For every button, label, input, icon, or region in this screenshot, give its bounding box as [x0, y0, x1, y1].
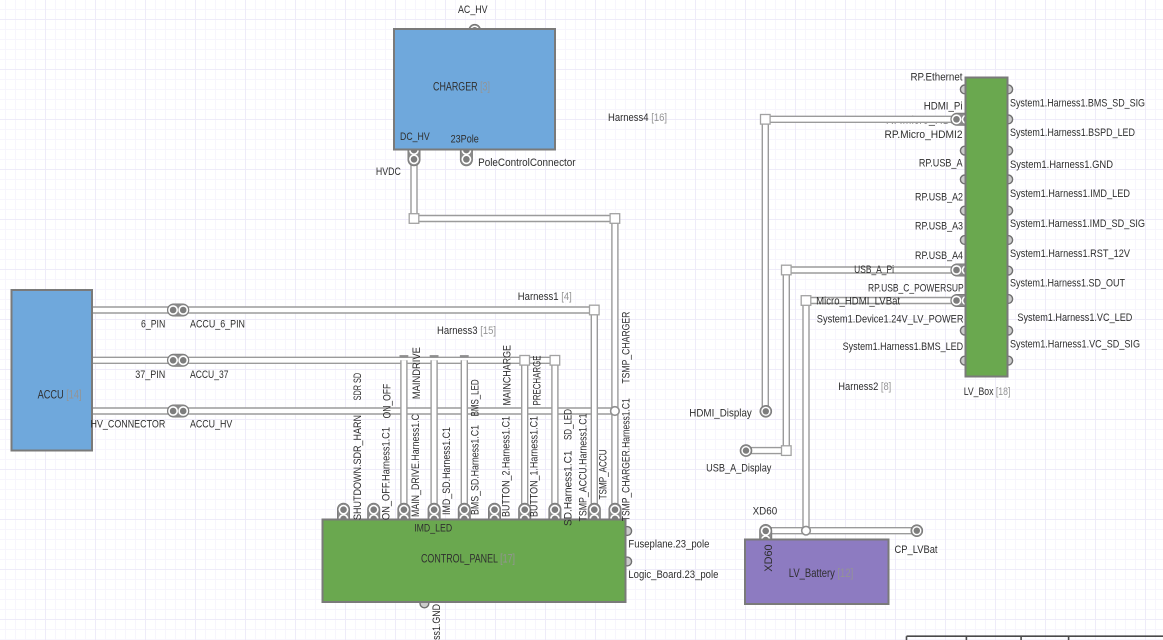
svg-text:DC_HV: DC_HV — [400, 131, 430, 143]
svg-text:HV_CONNECTOR: HV_CONNECTOR — [91, 419, 166, 431]
svg-text:Harness1 [4]: Harness1 [4] — [518, 291, 572, 303]
svg-text:6_PIN: 6_PIN — [141, 318, 165, 330]
svg-text:Micro_HDMI_LVBat: Micro_HDMI_LVBat — [816, 295, 900, 307]
svg-text:Fuseplane.23_pole: Fuseplane.23_pole — [628, 539, 709, 551]
svg-text:RP.Ethernet: RP.Ethernet — [911, 72, 963, 84]
svg-text:Harness1.GND: Harness1.GND — [431, 604, 443, 640]
svg-text:37_PIN: 37_PIN — [135, 369, 165, 381]
svg-text:Logic_Board.23_pole: Logic_Board.23_pole — [628, 569, 718, 581]
svg-text:ON_OFF.Harness1.C1: ON_OFF.Harness1.C1 — [381, 427, 393, 520]
svg-text:System1.Harness1.VC_LED: System1.Harness1.VC_LED — [1017, 312, 1132, 324]
svg-text:XD60: XD60 — [763, 544, 775, 571]
svg-text:23Pole: 23Pole — [451, 134, 479, 146]
svg-text:IMD_LED: IMD_LED — [414, 523, 452, 535]
svg-text:XD60: XD60 — [753, 506, 778, 518]
svg-text:CP_LVBat: CP_LVBat — [895, 544, 938, 556]
svg-text:CONTROL_PANEL [17]: CONTROL_PANEL [17] — [421, 554, 515, 566]
svg-text:IMD_SD.Harness1.C1: IMD_SD.Harness1.C1 — [441, 427, 453, 515]
svg-text:System1.Device1.24V_LV_POWER: System1.Device1.24V_LV_POWER — [817, 314, 964, 326]
svg-text:RP.USB_A3: RP.USB_A3 — [915, 220, 963, 232]
svg-text:Harness3 [15]: Harness3 [15] — [437, 325, 496, 337]
svg-text:ACCU_6_PIN: ACCU_6_PIN — [190, 318, 245, 330]
svg-text:HDMI_Display: HDMI_Display — [689, 408, 752, 420]
svg-text:MAINCHARGE: MAINCHARGE — [502, 345, 514, 406]
svg-text:RP.Micro_HDMI2: RP.Micro_HDMI2 — [885, 129, 963, 141]
svg-text:PRECHARGE: PRECHARGE — [531, 356, 543, 406]
svg-text:USB_A_Pi: USB_A_Pi — [854, 264, 894, 276]
svg-text:System1.Harness1.VC_SD_SIG: System1.Harness1.VC_SD_SIG — [1010, 339, 1140, 351]
svg-text:System1.Harness1.IMD_LED: System1.Harness1.IMD_LED — [1010, 188, 1130, 200]
svg-text:BMS_LED: BMS_LED — [470, 379, 482, 416]
svg-text:Harness2 [8]: Harness2 [8] — [838, 381, 891, 393]
svg-text:ON_OFF: ON_OFF — [382, 383, 394, 418]
svg-text:RP.USB_A2: RP.USB_A2 — [915, 192, 963, 204]
svg-text:RP.USB_C_POWERSUP: RP.USB_C_POWERSUP — [868, 282, 964, 294]
svg-text:TSMP_ACCU: TSMP_ACCU — [597, 449, 609, 499]
svg-text:AC_HV: AC_HV — [458, 4, 488, 16]
svg-text:SD_LED: SD_LED — [562, 409, 574, 440]
svg-text:SD.Harness1.C1: SD.Harness1.C1 — [562, 451, 574, 527]
svg-text:ACCU_37: ACCU_37 — [190, 369, 229, 381]
svg-text:TSMP_CHARGER: TSMP_CHARGER — [621, 311, 633, 383]
svg-text:Harness4 [16]: Harness4 [16] — [608, 112, 667, 124]
svg-text:LV_Box [18]: LV_Box [18] — [964, 386, 1011, 398]
svg-text:SHUTDOWN.SDR_HARN: SHUTDOWN.SDR_HARN — [352, 415, 364, 520]
svg-text:TSMP_ACCU.Harness1.C1: TSMP_ACCU.Harness1.C1 — [578, 414, 590, 522]
svg-text:LV_Battery [12]: LV_Battery [12] — [789, 568, 853, 580]
svg-text:System1.Harness1.GND: System1.Harness1.GND — [1010, 159, 1113, 171]
svg-text:System1.Harness1.BMS_LED: System1.Harness1.BMS_LED — [843, 341, 964, 353]
svg-text:System1.Harness1.IMD_SD_SIG: System1.Harness1.IMD_SD_SIG — [1010, 218, 1145, 230]
svg-text:BUTTON_2.Harness1.C1: BUTTON_2.Harness1.C1 — [501, 416, 513, 517]
svg-text:MAINDRIVE: MAINDRIVE — [411, 347, 423, 399]
svg-text:System1.Harness1.BSPD_LED: System1.Harness1.BSPD_LED — [1010, 127, 1135, 139]
svg-text:USB_A_Display: USB_A_Display — [706, 463, 772, 475]
svg-text:HVDC: HVDC — [376, 166, 401, 178]
svg-text:RP.USB_A4: RP.USB_A4 — [915, 250, 963, 262]
svg-text:ACCU_HV: ACCU_HV — [190, 419, 233, 431]
svg-text:MAIN_DRIVE.Harness1.C: MAIN_DRIVE.Harness1.C — [410, 414, 422, 517]
svg-text:RP.USB_A: RP.USB_A — [919, 157, 963, 169]
svg-text:SDR SD: SDR SD — [352, 373, 364, 401]
svg-text:ACCU [14]: ACCU [14] — [38, 390, 82, 402]
svg-text:System1.Harness1.RST_12V: System1.Harness1.RST_12V — [1010, 248, 1131, 260]
svg-text:PoleControlConnector: PoleControlConnector — [478, 157, 576, 169]
svg-text:BMS_SD.Harness1.C1: BMS_SD.Harness1.C1 — [470, 425, 482, 515]
svg-text:CHARGER [3]: CHARGER [3] — [433, 82, 490, 94]
svg-text:System1.Harness1.BMS_SD_SIG: System1.Harness1.BMS_SD_SIG — [1010, 98, 1145, 110]
svg-text:System1.Harness1.SD_OUT: System1.Harness1.SD_OUT — [1010, 278, 1125, 290]
svg-text:BUTTON_1.Harness1.C1: BUTTON_1.Harness1.C1 — [529, 416, 541, 517]
svg-text:HDMI_Pi: HDMI_Pi — [924, 101, 963, 113]
svg-text:TSMP_CHARGER.Harness1.C1: TSMP_CHARGER.Harness1.C1 — [621, 398, 633, 521]
